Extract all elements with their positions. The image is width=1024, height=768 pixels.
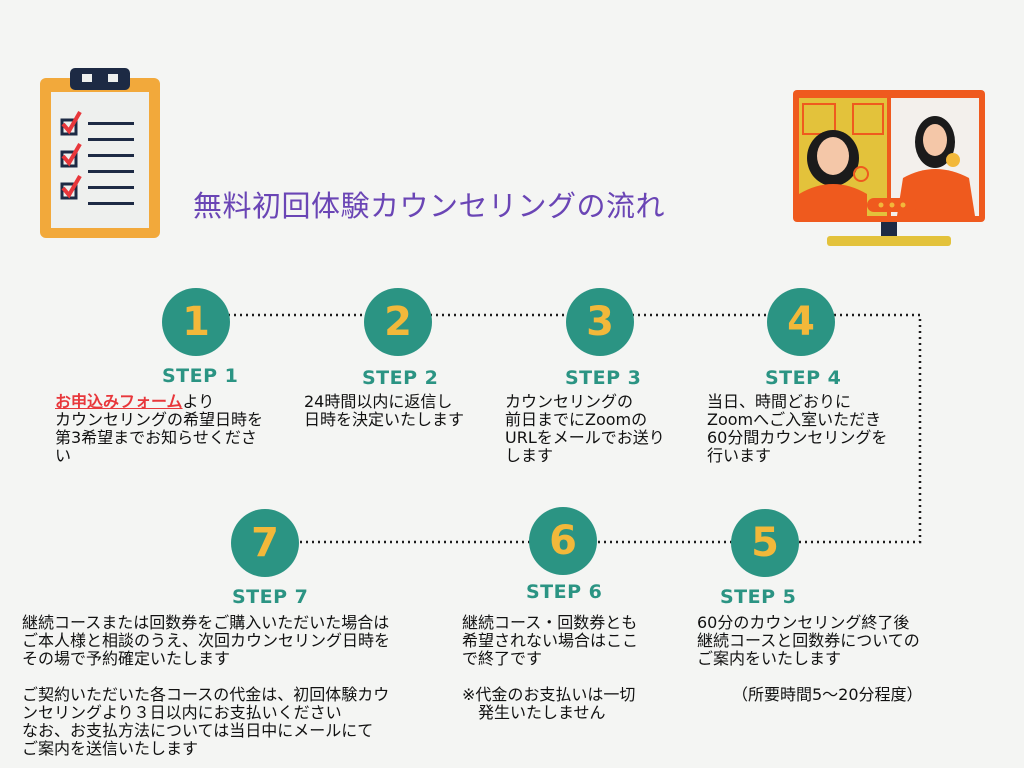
step-1-number: 1 (182, 299, 210, 345)
step-6-description: 継続コース・回数券とも 希望されない場合はここ で終了です (462, 613, 639, 668)
application-form-link[interactable]: お申込みフォーム (55, 392, 183, 411)
page-title: 無料初回体験カウンセリングの流れ (193, 189, 666, 223)
step-7-note: ご契約いただいた各コースの代金は、初回体験カウ ンセリングより３日以内にお支払い… (22, 685, 390, 758)
step-6-number: 6 (549, 518, 577, 564)
clipboard-checklist-icon (40, 68, 160, 238)
step-1-circle: 1 (162, 288, 230, 356)
step-4-description: 当日、時間どおりに Zoomへご入室いただき 60分間カウンセリングを 行います (707, 392, 888, 465)
step-5-label: STEP 5 (720, 586, 797, 608)
step-7-description: 継続コースまたは回数券をご購入いただいた場合は ご本人様と相談のうえ、次回カウン… (22, 613, 391, 668)
step-3-label: STEP 3 (565, 367, 642, 389)
step-4-circle: 4 (767, 288, 835, 356)
step-6-note: ※代金のお支払いは一切 発生いたしません (462, 685, 636, 722)
step-7-circle: 7 (231, 509, 299, 577)
step-6-label: STEP 6 (526, 581, 603, 603)
video-counseling-monitor-icon (793, 90, 985, 246)
step-3-circle: 3 (566, 288, 634, 356)
step-7-label: STEP 7 (232, 586, 309, 608)
step-2-description: 24時間以内に返信し 日時を決定いたします (304, 392, 465, 429)
step-3-number: 3 (586, 299, 614, 345)
step-1-description: お申込みフォームより カウンセリングの希望日時を 第3希望までお知らせくださ い (55, 393, 295, 465)
step-3-description: カウンセリングの 前日までにZoomの URLをメールでお送り します (505, 392, 665, 465)
step-2-label: STEP 2 (362, 367, 439, 389)
step-2-circle: 2 (364, 288, 432, 356)
step-4-label: STEP 4 (765, 367, 842, 389)
step-6-circle: 6 (529, 507, 597, 575)
step-4-number: 4 (787, 299, 815, 345)
step-5-number: 5 (751, 520, 779, 566)
step-7-number: 7 (251, 520, 279, 566)
step-5-description: 60分のカウンセリング終了後 継続コースと回数券についての ご案内をいたします (697, 613, 920, 668)
step-1-text: より カウンセリングの希望日時を 第3希望までお知らせくださ い (55, 392, 264, 465)
step-5-circle: 5 (731, 509, 799, 577)
step-1-label: STEP 1 (162, 365, 239, 387)
step-2-number: 2 (384, 299, 412, 345)
step-5-note: （所要時間5～20分程度） (732, 685, 923, 704)
